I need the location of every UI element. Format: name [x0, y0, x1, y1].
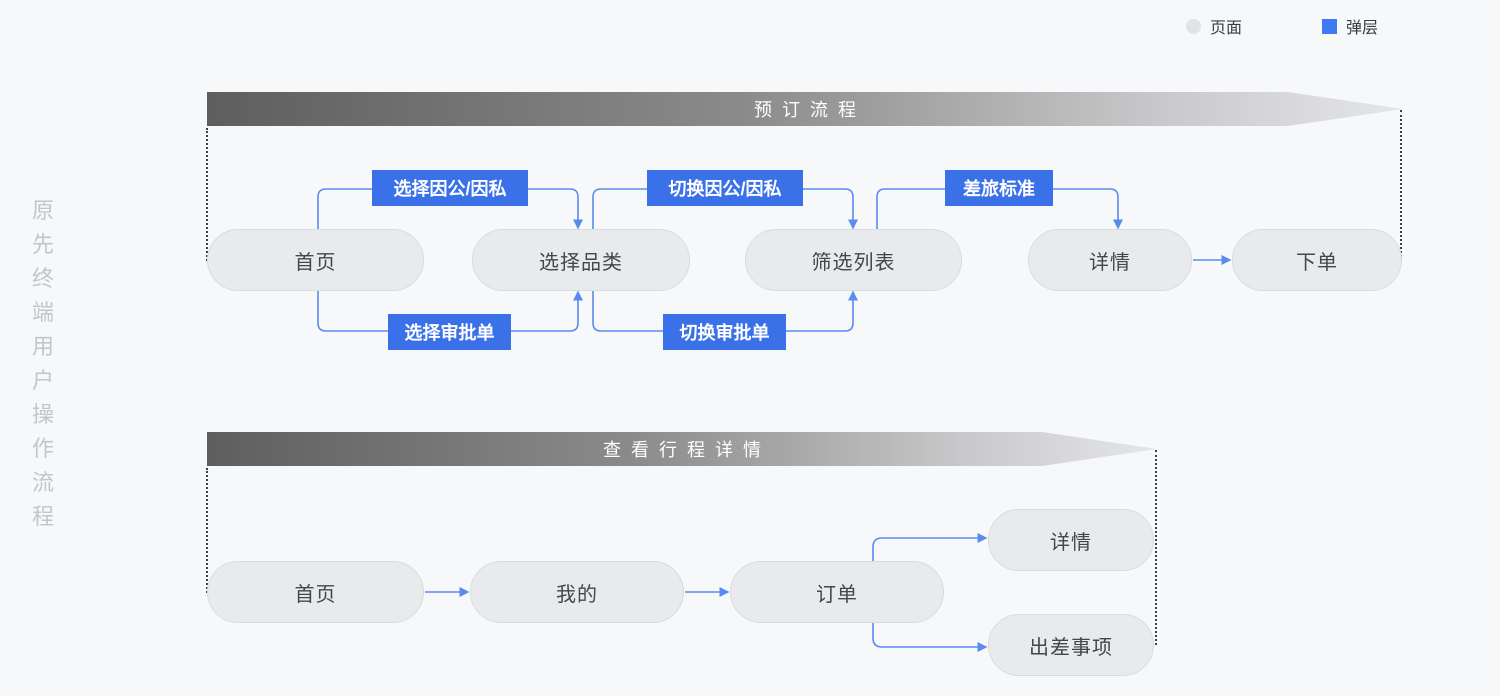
legend-item-popup: 弹层: [1322, 14, 1378, 38]
side-caption: 原先终端用户操作流程: [31, 198, 54, 529]
connector-order-to-detail-branch: [872, 533, 988, 561]
legend-page-label: 页面: [1210, 20, 1243, 37]
flow1-node-detail: 详情: [1028, 229, 1192, 291]
page-circle-icon: [1186, 18, 1201, 34]
flow1-label-select-business-private: 选择因公/因私: [372, 170, 528, 206]
flow1-node-home: 首页: [207, 229, 424, 291]
flow2-banner: 查看行程详情: [207, 432, 1157, 466]
flow2-node-order: 订单: [730, 561, 944, 623]
flow1-label-travel-standard: 差旅标准: [945, 170, 1053, 206]
popup-square-icon: [1322, 18, 1337, 34]
flow2-node-detail: 详情: [988, 509, 1154, 571]
flow2-left-guide-line: [206, 468, 208, 593]
flow1-label-select-approval: 选择审批单: [388, 314, 511, 350]
flow2-right-guide-line: [1155, 450, 1157, 645]
flow1-title: 预订流程: [754, 100, 866, 120]
flow2-node-trip-items: 出差事项: [988, 614, 1154, 676]
flow1-label-switch-approval: 切换审批单: [663, 314, 786, 350]
flow2-node-home: 首页: [207, 561, 424, 623]
flow1-node-place-order: 下单: [1232, 229, 1402, 291]
flow2-title: 查看行程详情: [603, 440, 771, 460]
flow2-node-mine: 我的: [470, 561, 684, 623]
legend-item-page: 页面: [1186, 14, 1242, 38]
flow1-node-category: 选择品类: [472, 229, 690, 291]
flow1-left-guide-line: [206, 128, 208, 261]
flow1-right-guide-line: [1400, 110, 1402, 261]
flow1-banner: 预订流程: [207, 92, 1403, 126]
flow1-node-filter-list: 筛选列表: [745, 229, 962, 291]
legend-popup-label: 弹层: [1346, 20, 1379, 37]
flow1-label-switch-business-private: 切换因公/因私: [647, 170, 803, 206]
connector-order-to-trip-items-branch: [872, 623, 988, 652]
